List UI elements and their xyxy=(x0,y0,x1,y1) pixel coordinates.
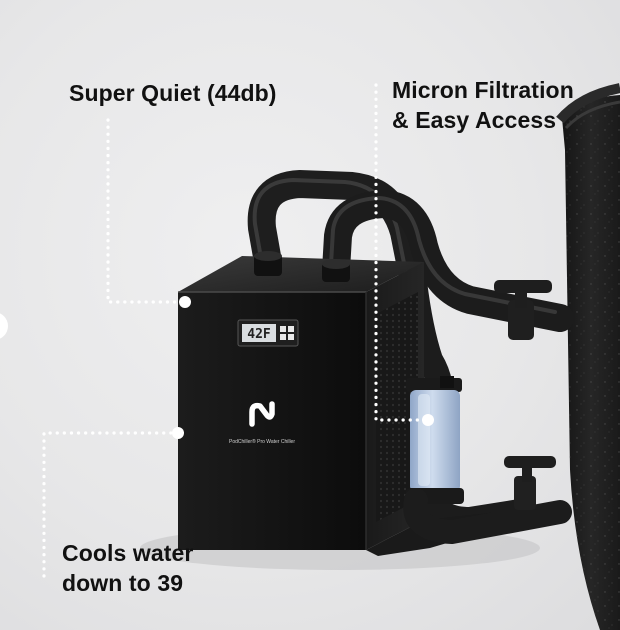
chiller-side-panel xyxy=(366,262,424,550)
callout-line-quiet xyxy=(106,118,184,304)
chiller-top xyxy=(178,256,424,292)
callout-micron-filtration-line1: Micron Filtration xyxy=(392,77,574,103)
upper-valve xyxy=(494,280,552,340)
valve-handle-icon[interactable] xyxy=(504,456,556,482)
outlet-pipe xyxy=(403,456,572,545)
ice-pod-tub xyxy=(556,83,620,630)
hose-fittings xyxy=(254,251,350,282)
callout-lines xyxy=(42,83,430,584)
callout-dot-quiet xyxy=(179,296,191,308)
callout-cools-water: Cools water down to 39 xyxy=(62,538,193,598)
callout-super-quiet-line1: Super Quiet (44db) xyxy=(69,80,277,106)
carousel-prev-indicator[interactable] xyxy=(0,312,8,340)
valve-handle-icon[interactable] xyxy=(494,280,552,308)
callout-dot-filtration xyxy=(422,414,434,426)
callout-line-filtration xyxy=(374,83,430,422)
callout-cools-water-line2: down to 39 xyxy=(62,570,184,596)
callout-super-quiet: Super Quiet (44db) xyxy=(69,78,277,108)
chiller-logo-icon xyxy=(249,401,275,427)
chiller-logo-text: PodChiller® Pro Water Chiller xyxy=(229,438,295,445)
display-reading: 42F xyxy=(247,327,271,342)
filter-canister[interactable] xyxy=(406,376,464,504)
temperature-display: 42F xyxy=(237,319,299,347)
callout-dot-cooling xyxy=(172,427,184,439)
callout-cools-water-line1: Cools water xyxy=(62,540,194,566)
callout-micron-filtration: Micron Filtration & Easy Access xyxy=(392,75,574,135)
display-button-grid-icon[interactable] xyxy=(280,326,294,340)
callout-micron-filtration-line2: & Easy Access xyxy=(392,107,557,133)
callout-dots xyxy=(172,296,434,439)
callout-line-cooling xyxy=(42,431,180,584)
